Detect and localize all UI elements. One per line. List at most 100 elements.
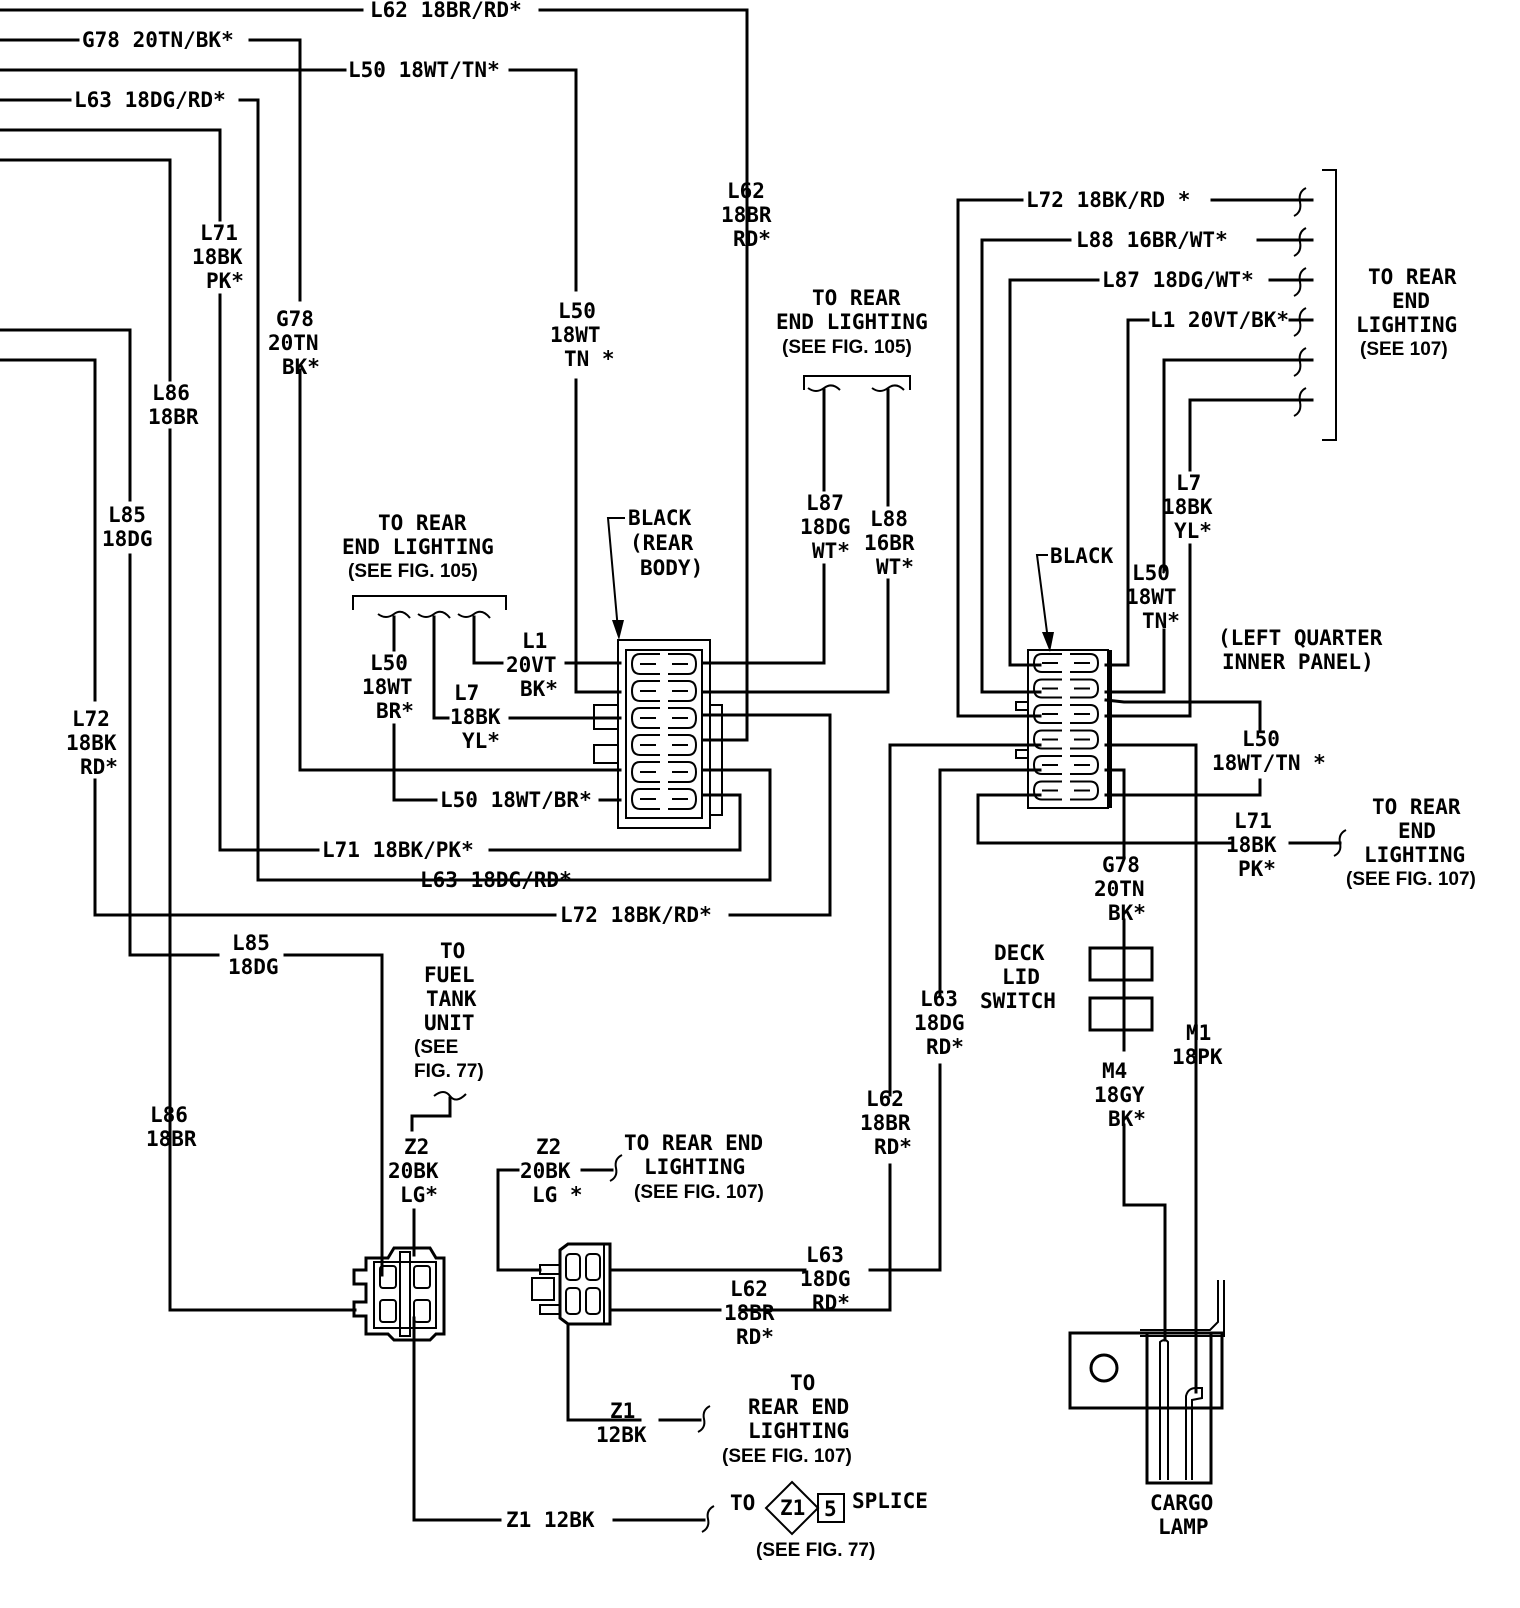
svg-text:LG *: LG * [532, 1183, 583, 1207]
lower-connector [531, 1242, 612, 1326]
svg-text:20TN: 20TN [268, 331, 319, 355]
ref-fuel-tank: TO FUEL TANK UNIT (SEE FIG. 77) [414, 939, 484, 1082]
callout-black-rear-body: BLACK (REAR BODY) [606, 506, 703, 640]
svg-text:20TN: 20TN [1094, 877, 1145, 901]
svg-text:18BR: 18BR [146, 1127, 197, 1151]
svg-text:LAMP: LAMP [1158, 1515, 1209, 1539]
svg-text:BK*: BK* [282, 355, 320, 379]
svg-text:18WT: 18WT [362, 675, 413, 699]
svg-text:BK*: BK* [1108, 901, 1146, 925]
svg-text:END: END [1392, 289, 1430, 313]
svg-text:TO REAR: TO REAR [812, 286, 901, 310]
svg-text:18BK: 18BK [450, 705, 501, 729]
connector-tick [807, 384, 841, 392]
wire-label-l88-right: L88 16BR/WT* [1076, 228, 1228, 252]
svg-text:RD*: RD* [733, 227, 771, 251]
fuel-tank-connector [352, 1246, 446, 1342]
svg-text:TANK: TANK [426, 987, 477, 1011]
label-l50-br: L50 18WT BR* [362, 651, 414, 723]
connector-pin [1032, 678, 1062, 699]
wire-label-l62-top: L62 18BR/RD* [370, 0, 522, 22]
svg-text:L50: L50 [558, 299, 596, 323]
svg-text:PK*: PK* [206, 269, 244, 293]
svg-text:18WT: 18WT [550, 323, 601, 347]
svg-text:LIGHTING: LIGHTING [644, 1155, 745, 1179]
svg-text:(SEE 107): (SEE 107) [1360, 339, 1448, 360]
svg-text:Z1: Z1 [780, 1496, 805, 1520]
svg-text:SWITCH: SWITCH [980, 989, 1056, 1013]
bracket-fig107-right [1322, 169, 1337, 441]
svg-text:TO REAR: TO REAR [1372, 795, 1461, 819]
svg-text:TO REAR END: TO REAR END [624, 1131, 763, 1155]
svg-text:RD*: RD* [874, 1135, 912, 1159]
svg-text:18DG: 18DG [914, 1011, 965, 1035]
connector-pin [1032, 780, 1062, 801]
svg-text:L86: L86 [150, 1103, 188, 1127]
svg-text:DECK: DECK [994, 941, 1045, 965]
svg-text:(SEE: (SEE [414, 1037, 458, 1058]
svg-text:(REAR: (REAR [630, 531, 694, 555]
svg-text:LIGHTING: LIGHTING [748, 1419, 849, 1443]
connector-pin [1070, 653, 1100, 673]
label-l50-wt-tn: L50 18WT/TN * [1212, 727, 1326, 775]
wire-label-l50-br: L50 18WT/BR* [440, 788, 592, 812]
splice-symbol: Z1 5 [764, 1480, 845, 1536]
svg-text:Z1: Z1 [610, 1399, 635, 1423]
splice-to: TO [730, 1491, 755, 1515]
svg-text:L71: L71 [200, 221, 238, 245]
svg-text:18DG: 18DG [228, 955, 279, 979]
bracket-fig105-left [352, 595, 507, 610]
ref-lower-fig107b: TO REAR END LIGHTING (SEE FIG. 107) [722, 1371, 852, 1467]
svg-text:20BK: 20BK [388, 1159, 439, 1183]
svg-text:BR*: BR* [376, 699, 414, 723]
label-g78-vertical: G78 20TN BK* [268, 307, 320, 379]
connector-pin [1070, 780, 1100, 801]
splice-ref: (SEE FIG. 77) [756, 1540, 875, 1561]
connector-pin [1032, 704, 1062, 724]
svg-text:TN *: TN * [564, 347, 615, 371]
svg-text:L63: L63 [806, 1243, 844, 1267]
splice-label: SPLICE [852, 1489, 928, 1513]
label-z2-fuel: Z2 20BK LG* [388, 1135, 439, 1207]
wire-label-l63-top: L63 18DG/RD* [74, 88, 226, 112]
connector-pin [1070, 755, 1100, 775]
connector-pin [668, 707, 698, 729]
svg-text:18DG: 18DG [800, 1267, 851, 1291]
ticks-right [1293, 187, 1307, 417]
svg-text:LID: LID [1002, 965, 1040, 989]
label-m1: M1 18PK [1172, 1021, 1223, 1069]
svg-text:UNIT: UNIT [424, 1011, 475, 1035]
svg-text:WT*: WT* [876, 555, 914, 579]
svg-text:(SEE FIG. 105): (SEE FIG. 105) [348, 561, 478, 582]
svg-text:L50: L50 [1242, 727, 1280, 751]
svg-text:18BR: 18BR [148, 405, 199, 429]
wire-label-l72-right: L72 18BK/RD * [1026, 188, 1190, 212]
connector-pin [1070, 729, 1100, 750]
svg-text:L86: L86 [152, 381, 190, 405]
svg-text:(LEFT QUARTER: (LEFT QUARTER [1218, 626, 1383, 650]
connector-pin [630, 707, 660, 729]
svg-text:TO REAR: TO REAR [378, 511, 467, 535]
svg-text:L72: L72 [72, 707, 110, 731]
label-l85-vertical: L85 18DG [102, 503, 153, 551]
deck-lid-switch [1088, 946, 1154, 1052]
svg-text:L62: L62 [866, 1087, 904, 1111]
svg-text:18BR: 18BR [860, 1111, 911, 1135]
svg-text:Z2: Z2 [404, 1135, 429, 1159]
label-l88: L88 16BR WT* [864, 507, 915, 579]
connector-pin [1032, 755, 1062, 775]
svg-text:20VT: 20VT [506, 653, 557, 677]
label-l71-right: L71 18BK PK* [1226, 809, 1277, 881]
svg-text:RD*: RD* [80, 755, 118, 779]
svg-text:L85: L85 [108, 503, 146, 527]
svg-text:L50: L50 [370, 651, 408, 675]
label-l1-left: L1 20VT BK* [506, 629, 558, 701]
label-l62-lower: L62 18BR RD* [724, 1277, 775, 1349]
svg-text:TO REAR: TO REAR [1368, 265, 1457, 289]
svg-text:(SEE FIG. 107): (SEE FIG. 107) [1346, 869, 1476, 890]
svg-text:L1: L1 [522, 629, 547, 653]
label-g78-right: G78 20TN BK* [1094, 853, 1146, 925]
wire-label-l71-bottom: L71 18BK/PK* [322, 838, 474, 862]
svg-text:L63: L63 [920, 987, 958, 1011]
svg-text:BLACK: BLACK [1050, 544, 1114, 568]
